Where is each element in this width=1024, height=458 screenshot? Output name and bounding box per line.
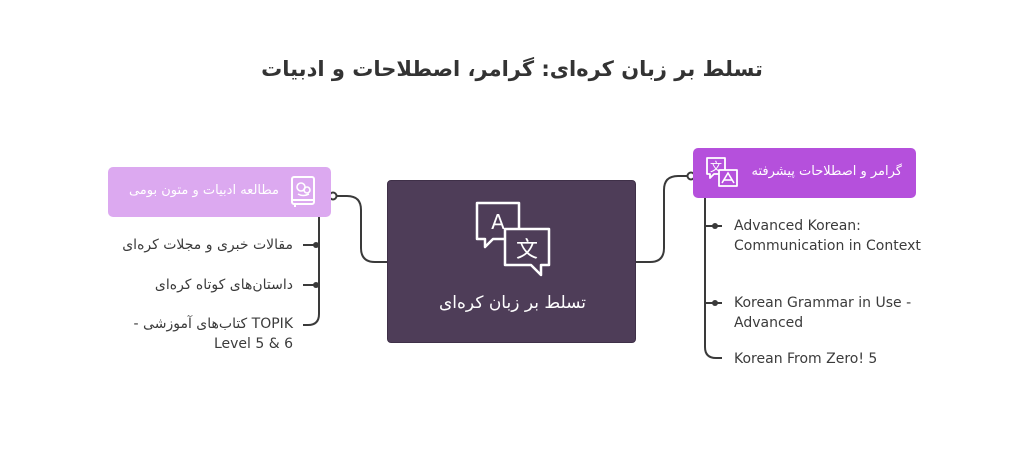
left-branch-header: مطالعه ادبیات و متون بومی — [108, 167, 331, 217]
svg-text:A: A — [491, 210, 505, 234]
center-label: تسلط بر زبان کره‌ای — [439, 293, 586, 313]
bullet-right-1 — [712, 223, 718, 229]
right-item-3: Korean From Zero! 5 — [734, 351, 878, 367]
center-node: A 文 تسلط بر زبان کره‌ای — [387, 180, 636, 343]
bullet-right-2 — [712, 300, 718, 306]
connector-right-spine — [704, 198, 722, 359]
connector-center-left — [333, 195, 387, 263]
connector-center-right — [636, 175, 691, 263]
svg-text:文: 文 — [516, 238, 538, 263]
connector-left-spine — [303, 217, 320, 326]
left-item-1: مقالات خبری و مجلات کره‌ای — [122, 237, 293, 253]
right-branch-header-label: گرامر و اصطلاحات پیشرفته — [751, 164, 902, 179]
diagram-title: تسلط بر زبان کره‌ای: گرامر، اصطلاحات و ا… — [261, 57, 763, 81]
left-branch-header-label: مطالعه ادبیات و متون بومی — [128, 183, 279, 198]
book-icon — [289, 175, 317, 213]
right-item-1: Advanced Korean: Communication in Contex… — [734, 218, 921, 254]
left-item-2: داستان‌های کوتاه کره‌ای — [154, 277, 293, 293]
right-branch-header: 文 گرامر و اصطلاحات پیشرفته — [693, 148, 916, 198]
right-item-2: Korean Grammar in Use - Advanced — [734, 295, 912, 331]
bullet-left-1 — [313, 242, 319, 248]
translate-icon: 文 — [705, 156, 739, 194]
translate-icon: A 文 — [473, 199, 553, 283]
left-item-3: TOPIK کتاب‌های آموزشی - Level 5 & 6 — [133, 316, 293, 352]
bullet-left-2 — [313, 282, 319, 288]
